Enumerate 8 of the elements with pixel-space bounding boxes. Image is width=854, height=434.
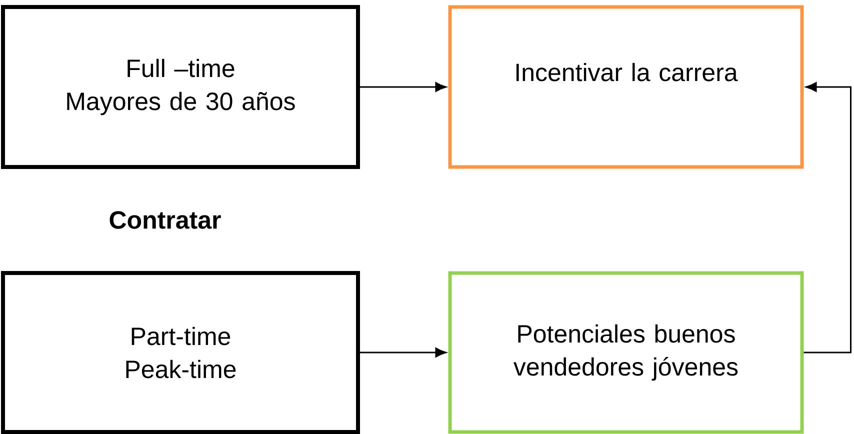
process-box: Potenciales buenos vendedores jóvenes xyxy=(448,271,804,434)
arrow xyxy=(360,82,446,92)
process-box: Incentivar la carrera xyxy=(448,5,804,169)
heading-label: Contratar xyxy=(110,211,221,229)
process-box: Full –time Mayores de 30 años xyxy=(1,5,360,169)
process-box: Part-time Peak-time xyxy=(1,271,360,434)
arrow xyxy=(360,348,446,358)
arrow xyxy=(804,82,852,354)
